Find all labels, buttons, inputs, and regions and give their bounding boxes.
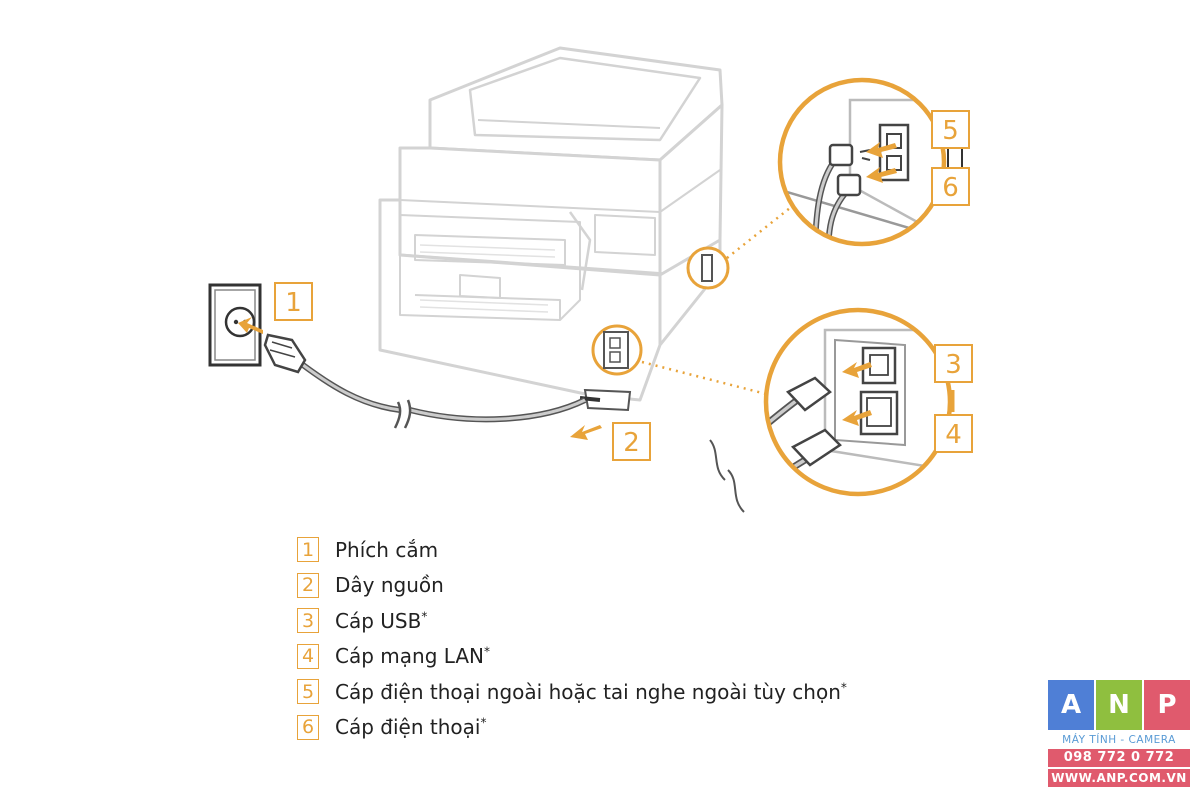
logo-letter-a: A (1048, 680, 1094, 730)
callout-2: 2 (612, 422, 651, 461)
callout-5: 5 (931, 110, 970, 149)
legend-label: Cáp điện thoại* (335, 715, 487, 740)
leader-line-usb-lan (641, 360, 771, 397)
usb-lan-port-marker (591, 324, 643, 376)
cable-break-marks (709, 439, 745, 513)
legend-list: 1 Phích cắm 2 Dây nguồn 3 Cáp USB* 4 Cáp… (297, 532, 847, 745)
legend-label: Cáp mạng LAN* (335, 644, 490, 669)
svg-text:6: 6 (942, 173, 959, 203)
logo-letter-p: P (1144, 680, 1190, 730)
logo-website: WWW.ANP.COM.VN (1048, 769, 1190, 787)
svg-text:3: 3 (945, 350, 962, 380)
logo-subtitle: MÁY TÍNH - CAMERA (1062, 734, 1176, 746)
legend-item-power-cord: 2 Dây nguồn (297, 568, 847, 604)
printer-illustration (378, 46, 724, 402)
svg-text:1: 1 (285, 288, 302, 318)
legend-number: 2 (297, 572, 319, 598)
legend-item-external-phone-cable: 5 Cáp điện thoại ngoài hoặc tai nghe ngo… (297, 674, 847, 710)
legend-item-usb-cable: 3 Cáp USB* (297, 603, 847, 639)
legend-item-lan-cable: 4 Cáp mạng LAN* (297, 639, 847, 675)
phone-port-marker (686, 246, 730, 290)
legend-item-power-plug: 1 Phích cắm (297, 532, 847, 568)
wall-outlet (208, 283, 262, 367)
legend-number: 5 (297, 679, 319, 705)
legend-number: 6 (297, 714, 319, 740)
detail-usb-lan-ports (763, 307, 953, 497)
detail-phone-ports (777, 77, 947, 247)
callout-1: 1 (274, 282, 313, 321)
legend-number: 4 (297, 643, 319, 669)
arrow-power-in (570, 425, 602, 440)
printer-power-port (579, 388, 632, 412)
bracket-5-6 (947, 148, 963, 168)
legend-label: Cáp USB* (335, 608, 428, 633)
power-cable (301, 362, 587, 429)
logo-letter-n: N (1096, 680, 1142, 730)
leader-line-phone (726, 199, 801, 259)
callout-6: 6 (931, 167, 970, 206)
svg-text:4: 4 (945, 420, 962, 450)
callout-3: 3 (934, 344, 973, 383)
svg-text:5: 5 (942, 116, 959, 146)
legend-item-phone-cable: 6 Cáp điện thoại* (297, 710, 847, 746)
arrow-plug-in (238, 317, 263, 334)
legend-number: 3 (297, 608, 319, 634)
legend-label: Cáp điện thoại ngoài hoặc tai nghe ngoài… (335, 679, 847, 704)
anp-logo: A N P MÁY TÍNH - CAMERA 098 772 0 772 WW… (1048, 680, 1190, 790)
callout-4: 4 (934, 414, 973, 453)
legend-number: 1 (297, 537, 319, 563)
logo-letter-tiles: A N P (1048, 680, 1190, 730)
legend-label: Dây nguồn (335, 573, 444, 598)
logo-phone: 098 772 0 772 (1048, 749, 1190, 767)
power-plug (263, 333, 307, 374)
legend-label: Phích cắm (335, 537, 439, 562)
svg-text:2: 2 (623, 428, 640, 458)
